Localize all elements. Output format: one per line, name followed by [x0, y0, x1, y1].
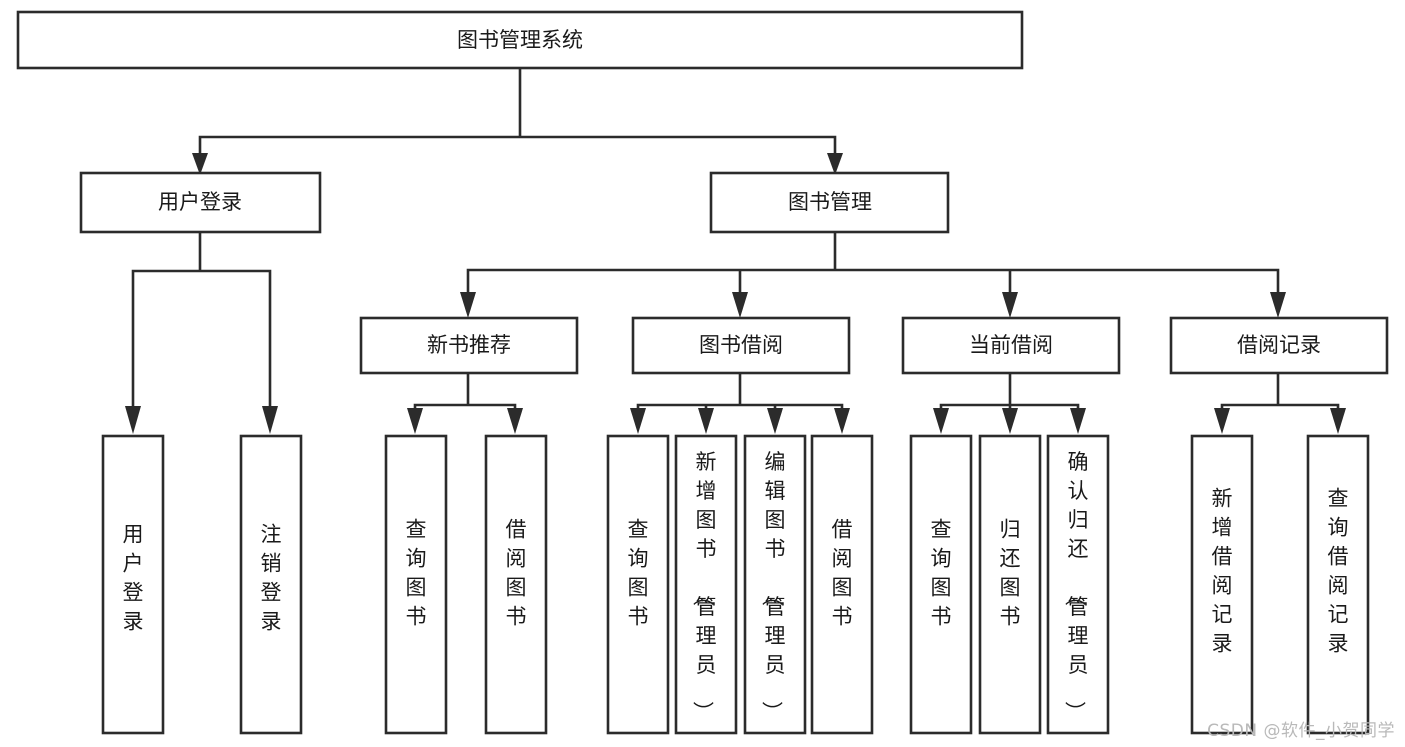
node-leaf-add-record-box[interactable] [1190, 434, 1254, 735]
node-leaf-confirm-return-label: 确认归还（管理员） [1063, 450, 1089, 722]
node-leaf-add-book-box[interactable] [674, 434, 738, 735]
node-current-borrow-box[interactable] [901, 316, 1121, 375]
node-root-label: 图书管理系统 [457, 28, 583, 52]
node-new-book-rec-label: 新书推荐 [427, 333, 511, 357]
node-current-borrow[interactable]: 当前借阅 [901, 316, 1121, 375]
node-leaf-borrow-book-2[interactable]: 借阅图书 [810, 434, 874, 735]
node-borrow-record[interactable]: 借阅记录 [1169, 316, 1389, 375]
edge-bookborrow-bus [636, 371, 844, 414]
node-leaf-user-login[interactable]: 用户登录 [101, 434, 165, 735]
node-book-borrow[interactable]: 图书借阅 [631, 316, 851, 375]
node-leaf-borrow-book-1-box[interactable] [484, 434, 548, 735]
csdn-watermark: CSDN @软件_小贺同学 [1207, 721, 1395, 741]
node-leaf-query-record-box[interactable] [1306, 434, 1370, 735]
arrow-to-user-login [192, 153, 208, 175]
arrow-to-leaf-borrow-book-1 [507, 408, 523, 434]
arrow-to-book-manage [827, 153, 843, 175]
arrow-to-leaf-return-book [1002, 408, 1018, 434]
arrow-to-leaf-query-book-2 [630, 408, 646, 434]
edge-root-bus [198, 66, 837, 162]
node-leaf-return-book-box[interactable] [978, 434, 1042, 735]
node-leaf-edit-book-label: 编辑图书（管理员） [760, 450, 786, 722]
node-new-book-rec-box[interactable] [359, 316, 579, 375]
node-leaf-query-book-2[interactable]: 查询图书 [606, 434, 670, 735]
edge-bookmanage-bus [466, 230, 1280, 298]
node-leaf-borrow-book-1-label: 借阅图书 [506, 518, 527, 629]
arrow-to-leaf-borrow-book-2 [834, 408, 850, 434]
node-leaf-user-login-box[interactable] [101, 434, 165, 735]
node-leaf-add-book[interactable]: 新增图书（管理员） [674, 434, 738, 735]
node-book-borrow-label: 图书借阅 [699, 333, 783, 357]
node-leaf-query-book-2-label: 查询图书 [628, 518, 649, 629]
node-leaf-logout-label: 注销登录 [261, 523, 282, 634]
node-book-manage[interactable]: 图书管理 [709, 171, 950, 234]
arrow-to-leaf-query-record [1330, 408, 1346, 434]
node-book-manage-label: 图书管理 [788, 190, 872, 214]
connector-layer [125, 66, 1346, 434]
arrow-to-new-book-rec [460, 292, 476, 318]
node-leaf-query-record[interactable]: 查询借阅记录 [1306, 434, 1370, 735]
node-leaf-logout[interactable]: 注销登录 [239, 434, 303, 735]
arrow-to-leaf-edit-book [767, 408, 783, 434]
node-leaf-query-book-3-box[interactable] [909, 434, 973, 735]
arrow-to-leaf-query-book-1 [407, 408, 423, 434]
node-leaf-confirm-return[interactable]: 确认归还（管理员） [1046, 434, 1110, 735]
node-leaf-borrow-book-2-box[interactable] [810, 434, 874, 735]
edge-userlogin-bus [131, 230, 272, 412]
node-leaf-query-book-3[interactable]: 查询图书 [909, 434, 973, 735]
arrow-to-leaf-logout [262, 406, 278, 434]
node-leaf-query-book-1[interactable]: 查询图书 [384, 434, 448, 735]
node-leaf-borrow-book-2-label: 借阅图书 [832, 518, 853, 629]
node-borrow-record-box[interactable] [1169, 316, 1389, 375]
node-root-box[interactable] [16, 10, 1024, 70]
arrow-to-leaf-add-record [1214, 408, 1230, 434]
arrow-to-current-borrow [1002, 292, 1018, 318]
node-leaf-add-book-label: 新增图书（管理员） [691, 450, 717, 722]
node-book-borrow-box[interactable] [631, 316, 851, 375]
node-leaf-logout-box[interactable] [239, 434, 303, 735]
node-new-book-rec[interactable]: 新书推荐 [359, 316, 579, 375]
arrow-to-leaf-confirm-return [1070, 408, 1086, 434]
node-leaf-query-record-label: 查询借阅记录 [1328, 487, 1349, 656]
edge-currentborrow-bus [939, 371, 1080, 414]
node-borrow-record-label: 借阅记录 [1237, 333, 1321, 357]
arrow-to-leaf-user-login [125, 406, 141, 434]
edge-newbookrec-bus [413, 371, 517, 414]
node-leaf-edit-book-box[interactable] [743, 434, 807, 735]
node-current-borrow-label: 当前借阅 [969, 333, 1053, 357]
node-leaf-add-record[interactable]: 新增借阅记录 [1190, 434, 1254, 735]
node-leaf-edit-book[interactable]: 编辑图书（管理员） [743, 434, 807, 735]
node-leaf-confirm-return-box[interactable] [1046, 434, 1110, 735]
node-leaf-query-book-1-label: 查询图书 [406, 518, 427, 629]
arrow-to-leaf-query-book-3 [933, 408, 949, 434]
node-leaf-return-book-label: 归还图书 [1000, 518, 1021, 629]
node-root[interactable]: 图书管理系统 [16, 10, 1024, 70]
edge-borrowrecord-bus [1220, 371, 1340, 414]
node-leaf-query-book-2-box[interactable] [606, 434, 670, 735]
node-leaf-borrow-book-1[interactable]: 借阅图书 [484, 434, 548, 735]
node-leaf-query-book-1-box[interactable] [384, 434, 448, 735]
node-leaf-user-login-label: 用户登录 [123, 523, 144, 634]
node-leaf-add-record-label: 新增借阅记录 [1212, 487, 1233, 656]
arrow-to-leaf-add-book [698, 408, 714, 434]
arrow-to-borrow-record [1270, 292, 1286, 318]
node-book-manage-box[interactable] [709, 171, 950, 234]
node-leaf-return-book[interactable]: 归还图书 [978, 434, 1042, 735]
node-user-login-box[interactable] [79, 171, 322, 234]
node-leaf-query-book-3-label: 查询图书 [931, 518, 952, 629]
node-user-login[interactable]: 用户登录 [79, 171, 322, 234]
arrow-to-book-borrow [732, 292, 748, 318]
node-user-login-label: 用户登录 [158, 190, 242, 214]
